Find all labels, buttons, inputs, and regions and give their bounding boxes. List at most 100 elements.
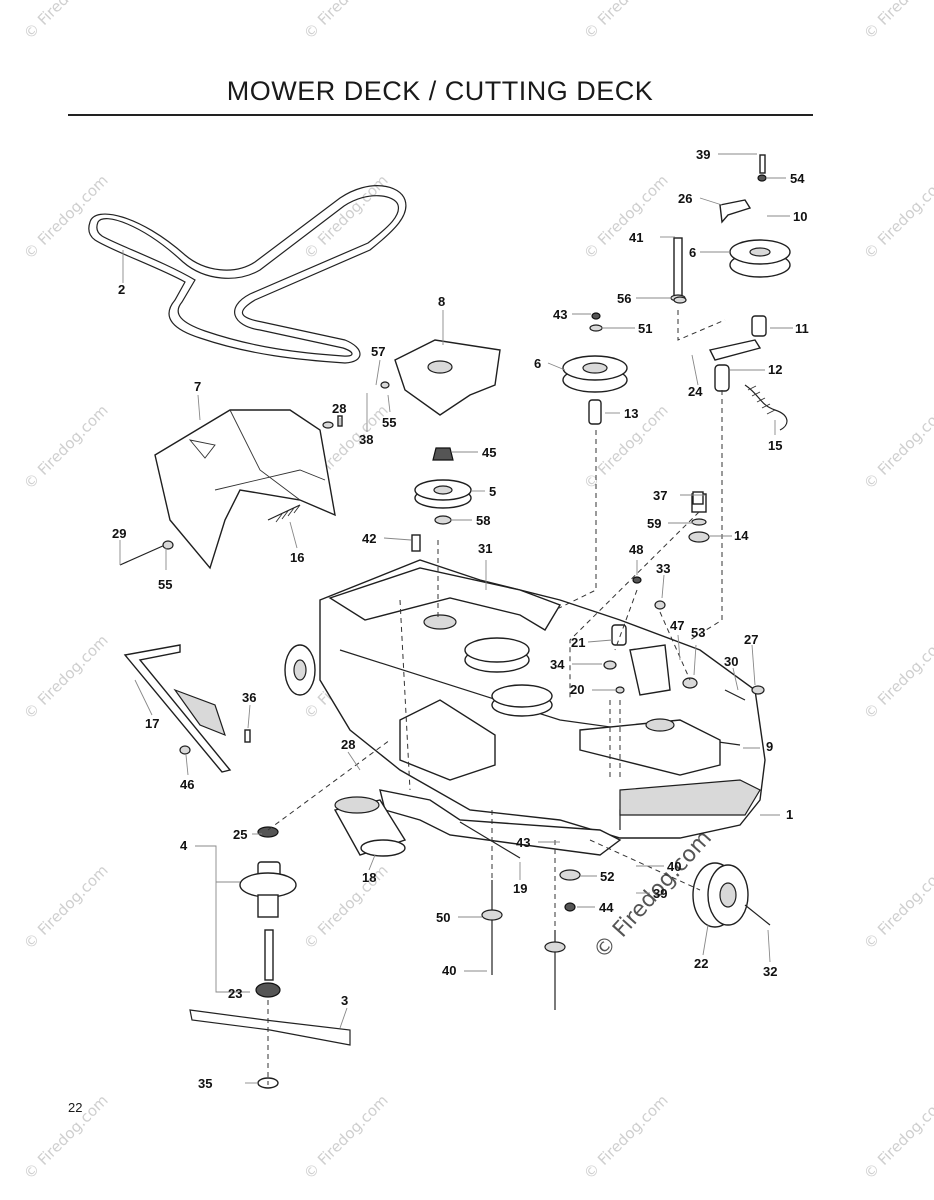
callout-8: 8 [438, 294, 445, 309]
callout-21: 21 [571, 635, 585, 650]
callout-19: 19 [513, 881, 527, 896]
mower-deck [284, 559, 766, 856]
callout-7: 7 [194, 379, 201, 394]
callout-28-top: 28 [332, 401, 346, 416]
callout-17: 17 [145, 716, 159, 731]
callout-26: 26 [678, 191, 692, 206]
watermark: © Firedog.com [860, 631, 934, 723]
watermark: © Firedog.com [580, 171, 672, 263]
callout-6-idler: 6 [689, 245, 696, 260]
assembly-lines [267, 310, 726, 1085]
callout-25: 25 [233, 827, 247, 842]
callout-47: 47 [670, 618, 684, 633]
callout-52: 52 [600, 869, 614, 884]
callout-58: 58 [476, 513, 490, 528]
watermark: © Firedog.com [860, 1091, 934, 1183]
watermark: © Firedog.com [580, 0, 672, 43]
callout-43-bottom: 43 [516, 835, 530, 850]
callout-35: 35 [198, 1076, 212, 1091]
callout-40-bottom: 40 [442, 963, 456, 978]
callout-59: 59 [647, 516, 661, 531]
callout-labels: 1 2 3 4 5 6 6 7 8 9 10 11 12 13 14 15 16… [112, 147, 809, 1091]
callout-40-right: 40 [667, 859, 681, 874]
callout-43-top: 43 [553, 307, 567, 322]
callout-15: 15 [768, 438, 782, 453]
callout-13: 13 [624, 406, 638, 421]
hardware [119, 154, 767, 1010]
callout-51: 51 [638, 321, 652, 336]
roller-18 [333, 796, 407, 857]
callout-4: 4 [180, 838, 188, 853]
callout-39-bottom: 39 [653, 886, 667, 901]
callout-36: 36 [242, 690, 256, 705]
watermark: © Firedog.com [20, 401, 112, 493]
callout-3: 3 [341, 993, 348, 1008]
callout-50: 50 [436, 910, 450, 925]
page-number: 22 [68, 1100, 83, 1115]
watermark: © Firedog.com [20, 631, 112, 723]
wheel-22 [692, 862, 771, 928]
callout-11: 11 [795, 321, 809, 336]
callout-41: 41 [629, 230, 643, 245]
callout-53: 53 [691, 625, 705, 640]
callout-55-left: 55 [158, 577, 172, 592]
idler-assembly [670, 199, 791, 543]
pulley-center [562, 355, 628, 425]
callout-24: 24 [688, 384, 703, 399]
watermark: © Firedog.com [860, 0, 934, 43]
callout-28-bottom: 28 [341, 737, 355, 752]
watermark: © Firedog.com [20, 1091, 112, 1183]
callout-10: 10 [793, 209, 807, 224]
watermark: © Firedog.com [300, 861, 392, 953]
callout-32: 32 [763, 964, 777, 979]
callout-45: 45 [482, 445, 496, 460]
callout-54: 54 [790, 171, 805, 186]
callout-57: 57 [371, 344, 385, 359]
callout-56: 56 [617, 291, 631, 306]
callout-48: 48 [629, 542, 643, 557]
watermark: © Firedog.com [860, 861, 934, 953]
watermark: © Firedog.com [20, 171, 112, 263]
callout-16: 16 [290, 550, 304, 565]
watermark: © Firedog.com [860, 171, 934, 263]
callout-2: 2 [118, 282, 125, 297]
callout-39-top: 39 [696, 147, 710, 162]
watermark: © Firedog.com [300, 1091, 392, 1183]
spring-16 [267, 504, 301, 523]
callout-30: 30 [724, 654, 738, 669]
callout-38: 38 [359, 432, 373, 447]
spindle-assembly [189, 826, 351, 1089]
callout-12: 12 [768, 362, 782, 377]
callout-1: 1 [786, 807, 793, 822]
callout-6-center: 6 [534, 356, 541, 371]
callout-37: 37 [653, 488, 667, 503]
callout-44: 44 [599, 900, 614, 915]
watermark: © Firedog.com [300, 0, 392, 43]
callout-55-top: 55 [382, 415, 396, 430]
callout-22: 22 [694, 956, 708, 971]
belt-cover [154, 409, 336, 570]
callout-27: 27 [744, 632, 758, 647]
callout-33: 33 [656, 561, 670, 576]
watermark: © Firedog.com [20, 861, 112, 953]
callout-31: 31 [478, 541, 492, 556]
callout-5: 5 [489, 484, 496, 499]
callout-42: 42 [362, 531, 376, 546]
watermark: © Firedog.com [860, 401, 934, 493]
watermark: © Firedog.com [20, 0, 112, 43]
belt [88, 185, 407, 364]
title-rule [68, 114, 813, 116]
callout-18: 18 [362, 870, 376, 885]
callout-29: 29 [112, 526, 126, 541]
deflector [123, 644, 232, 773]
callout-46: 46 [180, 777, 194, 792]
page-title: MOWER DECK / CUTTING DECK [226, 76, 654, 106]
callout-20: 20 [570, 682, 584, 697]
leader-lines [119, 153, 793, 1084]
shield-plate [394, 339, 501, 416]
callout-34: 34 [550, 657, 565, 672]
callout-14: 14 [734, 528, 749, 543]
pulley-5 [414, 447, 472, 525]
watermark: © Firedog.com [580, 1091, 672, 1183]
